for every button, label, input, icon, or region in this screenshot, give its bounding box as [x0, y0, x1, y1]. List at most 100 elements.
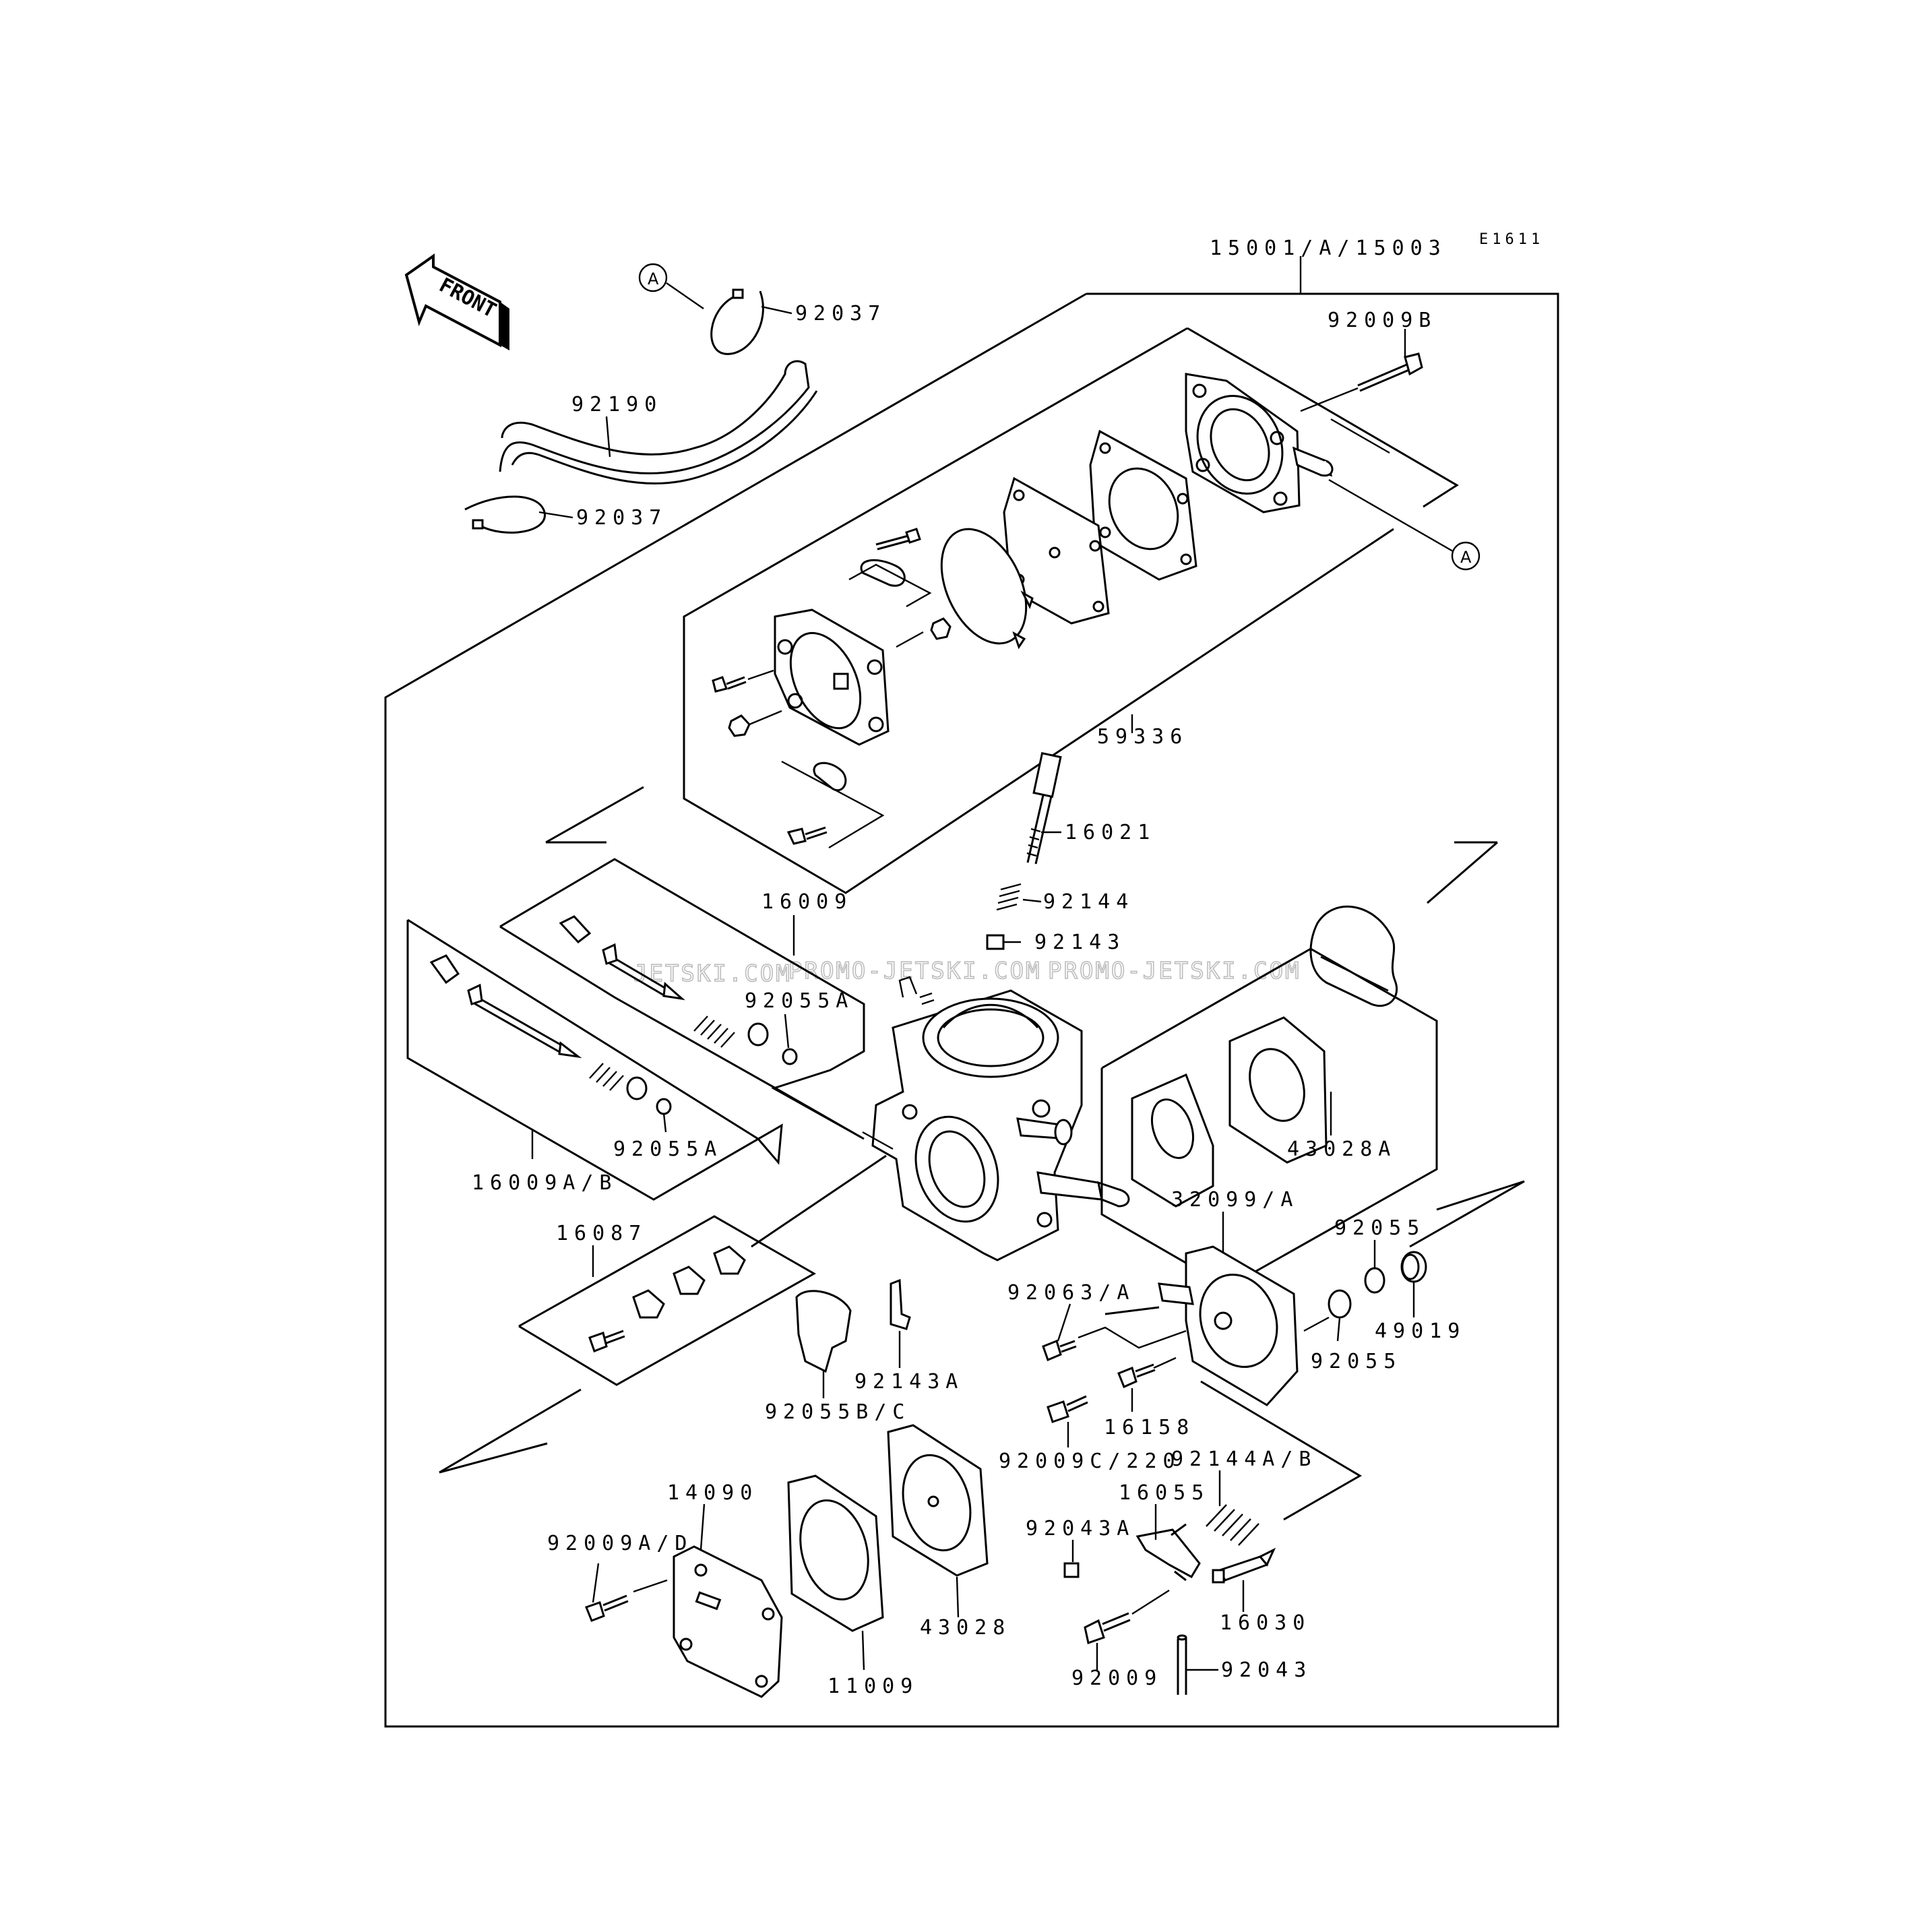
- inlet-frame-right: [1409, 1180, 1525, 1248]
- subframe-step-left: [545, 786, 644, 844]
- label-16030: 16030: [1220, 1611, 1311, 1635]
- label-92144: 92144: [1043, 890, 1134, 914]
- fuel-pump-body: [774, 609, 890, 746]
- fuel-pump-subframe-left: [683, 327, 1394, 894]
- label-16009ab: 16009A/B: [472, 1171, 618, 1195]
- pump-gasket-1: [1089, 429, 1197, 581]
- label-92055-top: 92055: [1334, 1216, 1425, 1240]
- label-16087: 16087: [556, 1222, 647, 1245]
- float-92055bc: [795, 1290, 852, 1373]
- lever-16055: [1135, 1523, 1201, 1582]
- front-arrow-icon: FRONT: [404, 253, 509, 350]
- label-92055a-bottom: 92055A: [613, 1138, 722, 1161]
- valve-screw-bottom: [781, 760, 885, 849]
- diagram-code: E1611: [1479, 231, 1544, 248]
- oring-92055-a: [1364, 1267, 1385, 1294]
- inlet-frame-bottom: [1200, 1380, 1362, 1521]
- label-43028a: 43028A: [1287, 1138, 1396, 1161]
- label-92143a: 92143A: [854, 1370, 964, 1394]
- inlet-cover-32099: [1158, 1245, 1299, 1406]
- pilot-screw-frame: [499, 858, 865, 1140]
- inlet-frame-right2: [1436, 1180, 1525, 1211]
- pump-screw-left: [712, 669, 774, 693]
- screw-92009ad: [585, 1579, 668, 1622]
- pump-nut-left: [728, 710, 782, 737]
- subframe-step-top: [1330, 418, 1390, 454]
- screw-92009c: [1047, 1395, 1088, 1423]
- pilot-screw-16009ab: [429, 954, 672, 1115]
- svg-text:A: A: [1460, 548, 1472, 567]
- gasket-43028a-1: [1131, 1073, 1214, 1208]
- label-11009: 11009: [828, 1675, 918, 1698]
- valve-screw-top: [848, 528, 932, 608]
- hose-clamp-top: [710, 288, 764, 355]
- watermark-fragment: JETSKI.COM: [633, 960, 792, 987]
- label-92055-bottom: 92055: [1311, 1350, 1402, 1373]
- ref-marker-a-right: A: [1328, 478, 1481, 571]
- screw-92009: [1084, 1589, 1170, 1644]
- label-92043: 92043: [1221, 1658, 1312, 1682]
- leader-lines: [531, 256, 1415, 1671]
- label-16055: 16055: [1119, 1481, 1210, 1505]
- oring-lead: [1303, 1316, 1330, 1332]
- label-32099: 32099/A: [1171, 1188, 1299, 1212]
- screw-92063: [1042, 1339, 1077, 1362]
- label-92009c: 92009C/220: [999, 1450, 1181, 1473]
- spring-92144ab: [1206, 1504, 1259, 1546]
- svg-text:A: A: [648, 270, 659, 288]
- label-92009: 92009: [1071, 1666, 1162, 1690]
- label-16009: 16009: [761, 890, 852, 914]
- label-59336: 59336: [1097, 725, 1188, 749]
- gasket-frame-lead: [1427, 841, 1498, 904]
- gasket-43028a-2: [1228, 1016, 1328, 1164]
- oring-92055-b: [1328, 1289, 1352, 1319]
- diaphragm-43028: [887, 1424, 989, 1577]
- watermark-middle: PROMO-JETSKI.COM: [788, 958, 1042, 985]
- label-92144ab: 92144A/B: [1171, 1447, 1317, 1471]
- part-labels: 15001/A/15003 92009B 92037 92190 92037 5…: [472, 237, 1466, 1698]
- label-92009b: 92009B: [1328, 309, 1437, 332]
- label-92037-bottom: 92037: [576, 506, 667, 530]
- pump-diaphragm: [940, 528, 1034, 650]
- label-15001: 15001/A/15003: [1210, 237, 1447, 260]
- label-14090: 14090: [667, 1481, 758, 1505]
- label-92043a: 92043A: [1026, 1517, 1135, 1540]
- needle-16021: [1026, 751, 1062, 865]
- needle-valve-16030: [1212, 1547, 1276, 1584]
- cover-14090: [673, 1545, 783, 1698]
- fuel-hose: [499, 360, 810, 474]
- screw-92009b: [1300, 352, 1423, 412]
- screw-92043a: [1063, 1562, 1080, 1578]
- pin-92043: [1177, 1634, 1187, 1695]
- gasket-11009: [787, 1474, 884, 1632]
- fuel-pump-subframe: [1187, 327, 1459, 508]
- label-92055bc: 92055B/C: [765, 1400, 911, 1424]
- fuel-hose-inner: [511, 390, 818, 485]
- label-92009ad: 92009A/D: [547, 1532, 693, 1555]
- screw-16158: [1117, 1357, 1177, 1389]
- label-16021: 16021: [1065, 821, 1156, 844]
- jet-kit-parts: [588, 1245, 746, 1352]
- jet-kit-lead: [751, 1154, 887, 1248]
- jet-kit-frame: [518, 1215, 817, 1386]
- label-16158: 16158: [1104, 1416, 1195, 1439]
- fuel-pump-cover: [1185, 373, 1334, 513]
- carburetor-body: [862, 976, 1130, 1261]
- spring-92144: [996, 883, 1022, 911]
- label-92063: 92063/A: [1007, 1281, 1135, 1305]
- hose-clamp-bottom: [464, 495, 546, 534]
- lower-frame-lead-1: [439, 1388, 582, 1474]
- clip-92143a: [890, 1278, 911, 1330]
- label-43028: 43028: [920, 1616, 1011, 1640]
- main-assembly-frame: [384, 292, 1559, 1728]
- inlet-cover-lead: [1104, 1306, 1160, 1315]
- seat-92143: [986, 934, 1005, 950]
- label-49019: 49019: [1375, 1319, 1466, 1343]
- lower-frame-lead-2: [439, 1442, 548, 1474]
- label-92037-top: 92037: [795, 302, 886, 325]
- ref-marker-a-top: A: [638, 263, 704, 309]
- watermark-right: PROMO-JETSKI.COM: [1048, 958, 1301, 985]
- inlet-cover-lead2: [1078, 1326, 1187, 1349]
- label-92055a-top: 92055A: [745, 989, 854, 1013]
- label-92143: 92143: [1034, 931, 1125, 954]
